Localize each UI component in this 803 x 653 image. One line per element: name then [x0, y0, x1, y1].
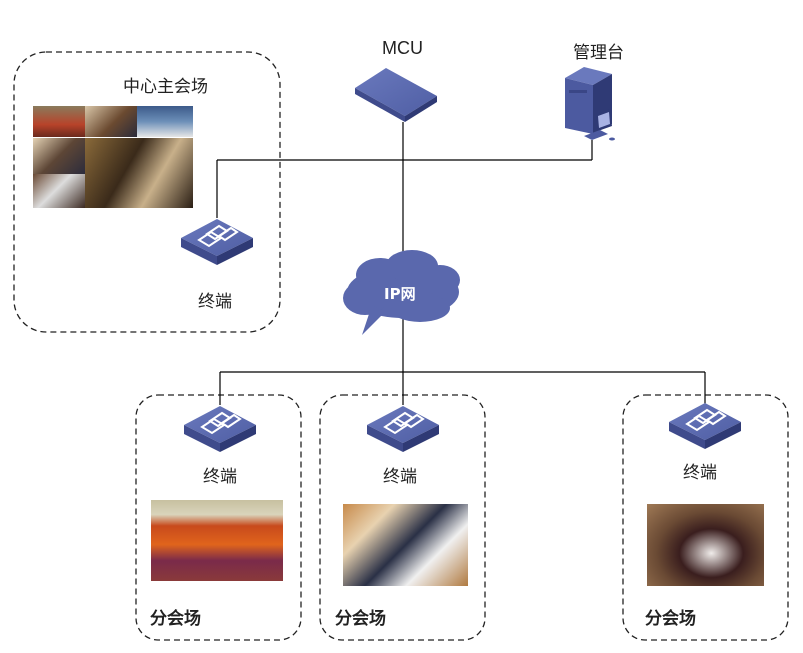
branch-venue-label-3: 分会场	[645, 609, 696, 629]
connection-lines	[216, 122, 706, 405]
ip-network-label: IP网	[384, 285, 416, 303]
pc-workstation-icon	[565, 67, 615, 141]
branch-terminal-icon-1	[184, 406, 256, 452]
branch-terminal-icon-2	[367, 406, 439, 452]
mcu-label: MCU	[382, 38, 423, 58]
main-terminal-icon	[181, 219, 253, 265]
branch-venue-label-2: 分会场	[335, 609, 386, 629]
console-label: 管理台	[573, 43, 624, 63]
branch-terminal-label-3: 终端	[683, 463, 717, 483]
branch-terminal-icon-3	[669, 403, 741, 449]
branch-terminal-label-2: 终端	[383, 467, 417, 487]
branch-venue-border-1	[135, 394, 302, 641]
round-table-photo	[647, 504, 764, 586]
branch-venue-label-1: 分会场	[150, 609, 201, 629]
main-terminal-label: 终端	[198, 292, 232, 312]
branch-terminal-label-1: 终端	[203, 467, 237, 487]
cloud-icon	[343, 250, 460, 335]
conference-collage-photo	[33, 106, 193, 208]
press-conference-photo	[151, 500, 283, 581]
main-venue-title: 中心主会场	[123, 77, 208, 97]
team-meeting-photo	[343, 504, 468, 586]
main-venue-border	[13, 51, 281, 333]
mcu-device-icon	[355, 68, 437, 122]
